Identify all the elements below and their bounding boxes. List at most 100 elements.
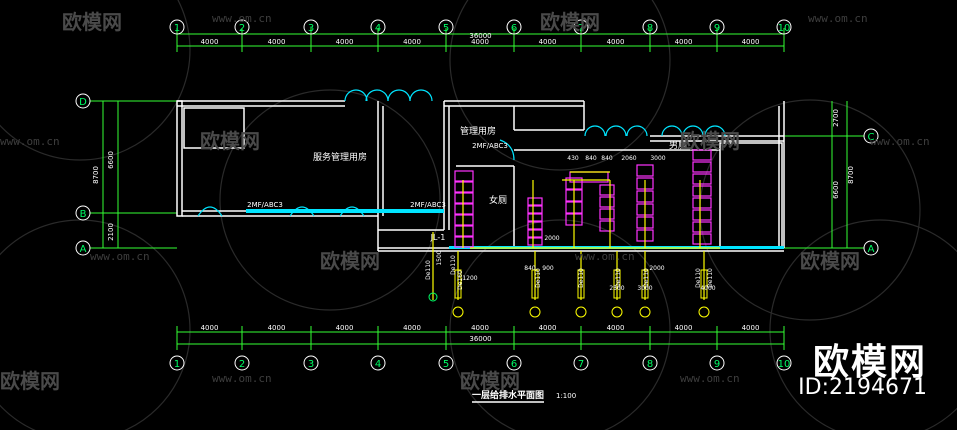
- axis-label: D: [79, 97, 87, 108]
- pipe-label: De110: [535, 268, 542, 288]
- door-swing: [339, 206, 365, 217]
- side-dim-label: 8700: [847, 166, 855, 184]
- axis-bubble: [776, 355, 792, 371]
- bay-dim-label: 4000: [268, 324, 286, 332]
- toilet-stall: [454, 203, 474, 215]
- window-arc: [387, 89, 411, 102]
- axis-bubble: [863, 128, 879, 144]
- door-swings: [197, 89, 784, 249]
- total-dim-label: 36000: [469, 32, 491, 40]
- watermark-url: www.om.cn: [90, 250, 150, 263]
- toilet-stall: [454, 225, 474, 237]
- side-dim-label: 6600: [832, 181, 840, 199]
- brand-id: ID:2194671: [798, 375, 927, 400]
- watermark-logo: 欧模网: [800, 249, 860, 273]
- watermark-url: www.om.cn: [808, 12, 868, 25]
- room-label-mgmt: 管理用房: [460, 125, 496, 137]
- brand-logo: 欧模网: [812, 342, 927, 383]
- room-box: [719, 142, 783, 249]
- side-dim-label: 8700: [92, 166, 100, 184]
- axis-label: 5: [443, 359, 449, 370]
- window-arc: [584, 125, 606, 137]
- fixture-dim-label: 2000: [544, 235, 559, 242]
- window-arc: [409, 89, 433, 102]
- axis-label: B: [80, 209, 87, 220]
- pipe-label: De110: [425, 260, 432, 280]
- toilet-stall: [692, 233, 712, 245]
- pipe-sleeve: [531, 269, 539, 299]
- toilet-stall: [692, 173, 712, 185]
- axis-label: 2: [239, 23, 245, 34]
- riser-label: JL-1: [430, 233, 446, 242]
- fixture-dim-label: 3000: [637, 285, 652, 292]
- side-dim-label: 2100: [107, 223, 115, 241]
- toilet-stall: [454, 181, 474, 193]
- watermark-logo: 欧模网: [320, 249, 380, 273]
- axis-bubble: [438, 19, 454, 35]
- bay-dim-label: 4000: [336, 38, 354, 46]
- watermark-logo: 欧模网: [0, 369, 60, 393]
- axis-bubble: [506, 355, 522, 371]
- toilet-stall: [692, 149, 712, 161]
- bay-dim-label: 4000: [201, 324, 219, 332]
- inspection-well: [698, 306, 710, 318]
- pipe-label: De110: [695, 268, 702, 288]
- axis-label: 9: [714, 23, 720, 34]
- pipe-label: De110: [578, 268, 585, 288]
- pipe-label: De110: [615, 268, 622, 288]
- toilet-stall: [599, 184, 615, 196]
- watermark-url: www.om.cn: [0, 135, 60, 148]
- toilet-stall: [527, 197, 543, 206]
- room-label-mens: 男厕: [669, 140, 687, 151]
- watermark-logo: 欧模网: [540, 10, 600, 34]
- pipe-sleeve: [641, 269, 649, 299]
- fixture-dim-label: 1200: [462, 275, 477, 282]
- total-dim-label: 36000: [469, 335, 491, 343]
- bay-dim-label: 4000: [201, 38, 219, 46]
- axis-bubble: [234, 19, 250, 35]
- toilet-stall: [599, 208, 615, 220]
- bay-dim-label: 4000: [675, 324, 693, 332]
- axis-bubble: [642, 355, 658, 371]
- fixture-dim-label: 840: [585, 155, 597, 162]
- glazing: [246, 209, 378, 213]
- watermark-logo: 欧模网: [200, 129, 260, 153]
- bay-dim-label: 4000: [471, 324, 489, 332]
- axis-label: 10: [778, 23, 791, 34]
- equipment-label: 2MF/ABC3: [472, 142, 508, 150]
- axis-label: 4: [375, 23, 381, 34]
- toilet-stall: [527, 205, 543, 214]
- bay-dim-label: 4000: [607, 38, 625, 46]
- watermark-url: www.om.cn: [575, 250, 635, 263]
- fixture-dim-label: 840: [524, 265, 536, 272]
- toilet-stall: [692, 197, 712, 209]
- toilet-stall: [692, 209, 712, 221]
- inspection-well: [452, 306, 464, 318]
- axis-label: 1: [174, 23, 180, 34]
- axis-bubble: [709, 19, 725, 35]
- axis-bubble: [75, 240, 91, 256]
- bay-dim-label: 4000: [742, 38, 760, 46]
- room-label-service: 服务管理用房: [313, 151, 367, 163]
- door-swing: [289, 206, 315, 217]
- toilet-stall: [599, 196, 615, 208]
- axis-label: A: [868, 244, 875, 255]
- axis-bubble: [75, 93, 91, 109]
- fixture-dim-label: 4000: [700, 285, 715, 292]
- pipe-label: De110: [643, 268, 650, 288]
- bay-dim-label: 4000: [471, 38, 489, 46]
- room-label-womens: 女厕: [489, 194, 507, 206]
- toilet-stall: [636, 164, 654, 177]
- toilet-stall: [692, 185, 712, 197]
- axis-label: 5: [443, 23, 449, 34]
- bay-dim-label: 4000: [539, 38, 557, 46]
- drawing-labels: 4000 4000 4000 4000 4000 4000 4000 4000 4000 4000…: [92, 32, 855, 403]
- inspection-well: [575, 306, 587, 318]
- drawing-title: 一层给排水平面图: [472, 389, 544, 401]
- axis-bubble: [776, 19, 792, 35]
- fixture-dim-label: 430: [567, 155, 579, 162]
- watermark-circle: [0, 0, 191, 161]
- axis-label: 3: [308, 23, 314, 34]
- axis-label: 8: [647, 23, 653, 34]
